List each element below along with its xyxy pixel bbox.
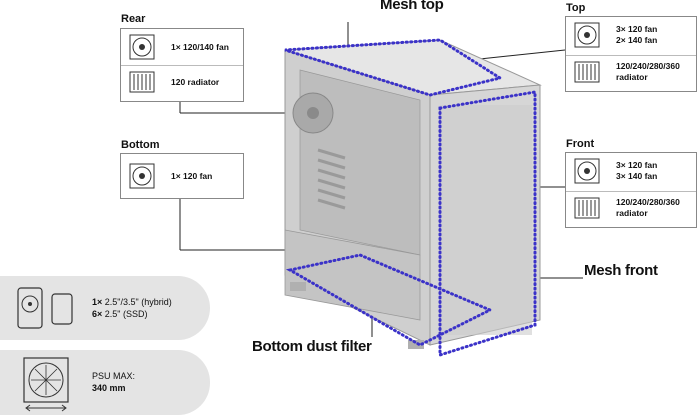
front-radiator-spec-2: radiator xyxy=(616,208,648,218)
mesh-front-label: Mesh front xyxy=(584,262,658,279)
bottom-filter-outline xyxy=(285,253,494,347)
case-foot xyxy=(290,282,306,291)
top-fan-spec-2: 2× 140 fan xyxy=(616,35,658,45)
ssd-count: 6× xyxy=(92,309,103,319)
hybrid-spec: 2.5"/3.5" (hybrid) xyxy=(104,297,172,307)
bottom-title: Bottom xyxy=(121,139,160,151)
psu-panel: PSU MAX: 340 mm xyxy=(0,350,210,415)
bottom-spec-box: 1× 120 fan xyxy=(120,153,244,199)
highlight-outlines xyxy=(284,38,537,358)
psu-spec: PSU MAX: 340 mm xyxy=(92,370,135,394)
radiator-icon xyxy=(574,61,600,83)
drive-support-panel: 1× 2.5"/3.5" (hybrid) 6× 2.5" (SSD) xyxy=(0,276,210,340)
drive-icon xyxy=(17,287,73,329)
rear-fan-spec: 1× 120/140 fan xyxy=(171,41,229,52)
mesh-top-outline xyxy=(284,38,504,97)
top-radiator-spec-1: 120/240/280/360 xyxy=(616,61,680,71)
radiator-icon xyxy=(129,71,155,93)
front-fan-spec-1: 3× 120 fan xyxy=(616,160,658,170)
rear-spec-box: 1× 120/140 fan 120 radiator xyxy=(120,28,244,102)
top-fan-spec-1: 3× 120 fan xyxy=(616,24,658,34)
psu-icon xyxy=(23,357,69,412)
drive-spec: 1× 2.5"/3.5" (hybrid) 6× 2.5" (SSD) xyxy=(92,296,172,320)
psu-shroud xyxy=(284,229,421,321)
rear-radiator-spec: 120 radiator xyxy=(171,76,220,87)
mesh-front-outline xyxy=(438,90,537,358)
expansion-slots xyxy=(317,148,346,210)
fan-icon xyxy=(574,158,600,184)
front-mesh xyxy=(440,105,532,335)
hybrid-count: 1× xyxy=(92,297,103,307)
psu-label: PSU MAX: xyxy=(92,371,136,381)
rear-title: Rear xyxy=(121,13,146,25)
front-title: Front xyxy=(566,138,595,150)
radiator-icon xyxy=(574,197,600,219)
psu-value: 340 mm xyxy=(92,383,126,393)
front-radiator-spec-1: 120/240/280/360 xyxy=(616,197,680,207)
bottom-dust-filter-label: Bottom dust filter xyxy=(252,338,372,355)
top-radiator-spec-2: radiator xyxy=(616,72,648,82)
fan-icon xyxy=(129,163,155,189)
mesh-top-label: Mesh top xyxy=(380,0,444,13)
fan-icon xyxy=(129,34,155,60)
bottom-fan-spec: 1× 120 fan xyxy=(171,170,213,181)
ssd-spec: 2.5" (SSD) xyxy=(104,309,148,319)
fan-icon xyxy=(574,22,600,48)
front-fan-spec-2: 3× 140 fan xyxy=(616,171,658,181)
top-title: Top xyxy=(566,2,586,14)
case-foot xyxy=(408,340,424,349)
